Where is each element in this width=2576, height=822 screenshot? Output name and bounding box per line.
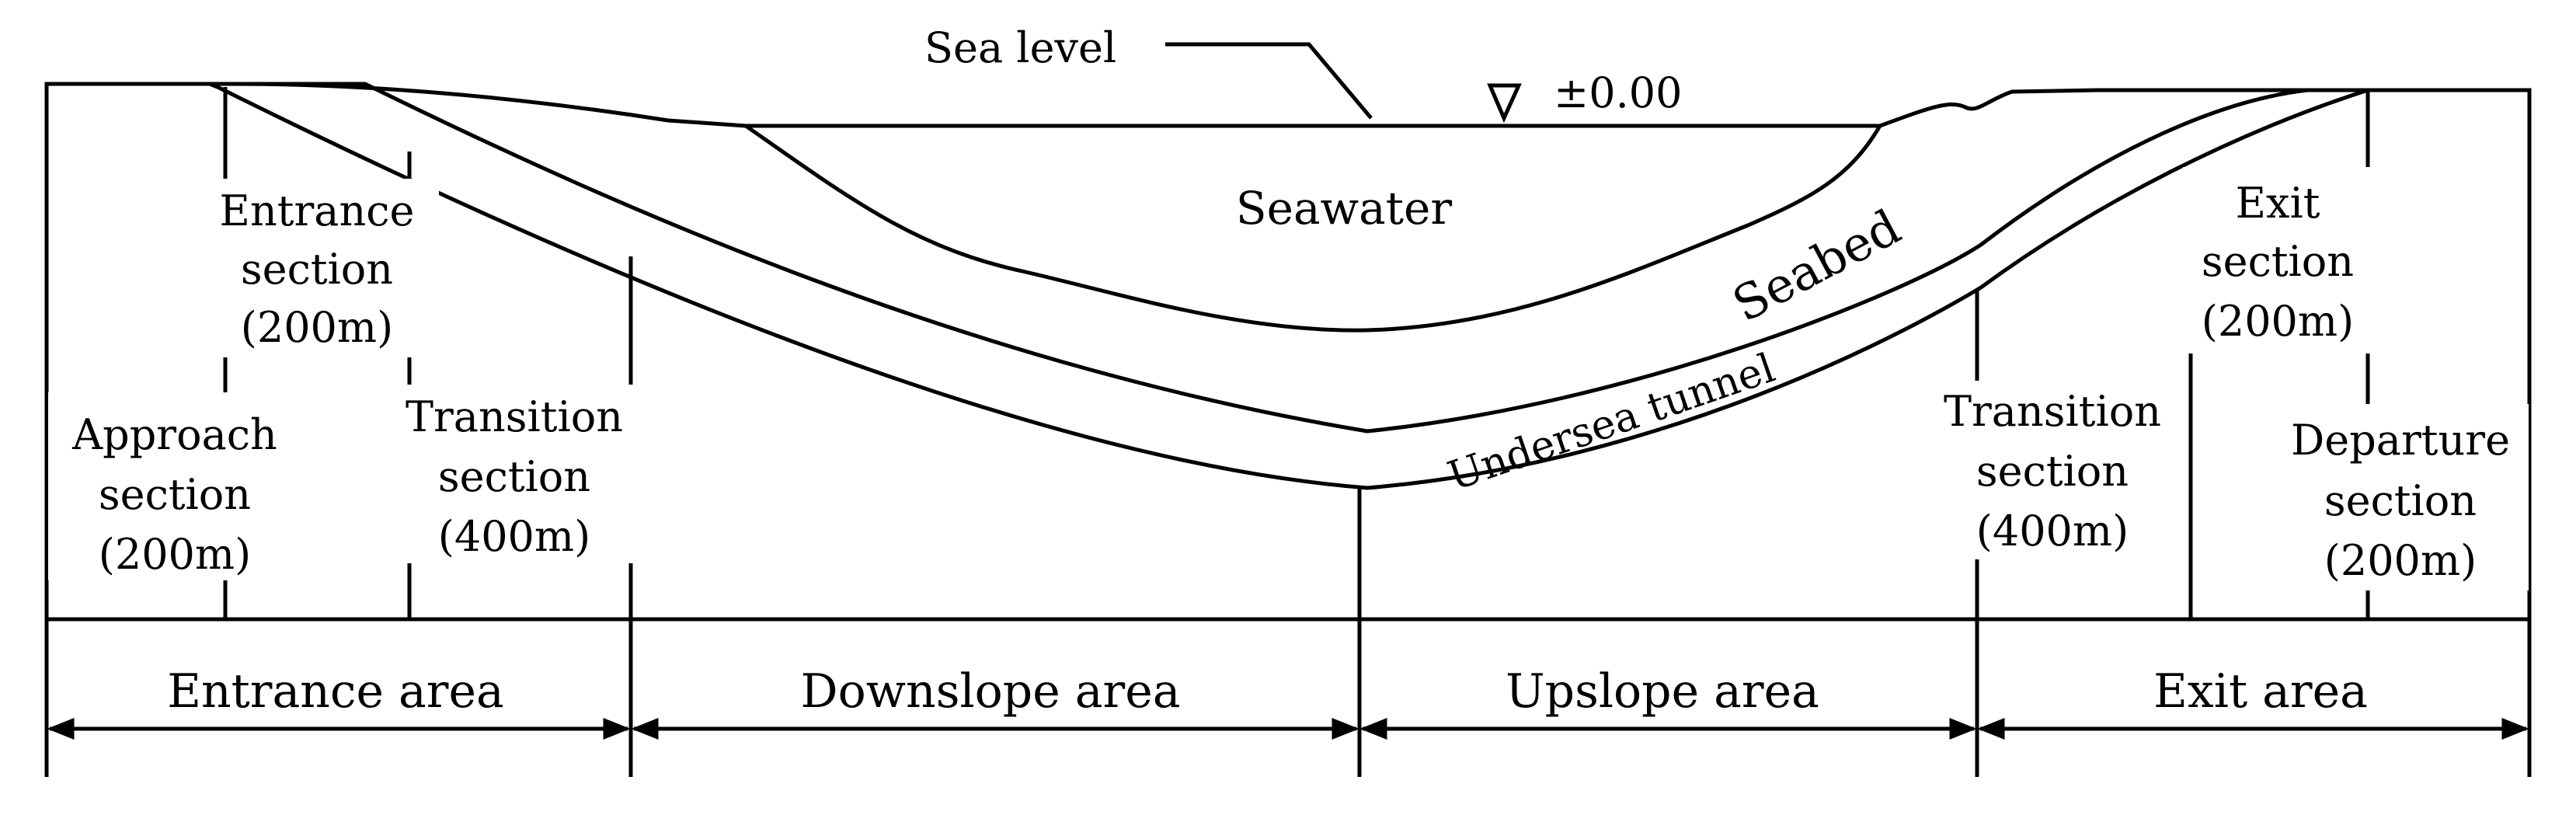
seawater-label-box: [1216, 172, 1472, 244]
section-exit-line2: section: [2202, 237, 2354, 286]
section-approach-line3: (200m): [99, 530, 251, 579]
sea-level-triangle-icon: [1487, 83, 1522, 124]
section-transition-left-line3: (400m): [438, 512, 590, 561]
sea-level-marker: Sea level ±0.00: [924, 23, 1682, 124]
tunnel-label: Undersea tunnel: [1443, 345, 1781, 500]
section-transition-left-line2: section: [438, 452, 590, 501]
undersea-tunnel: [209, 82, 2369, 490]
seawater: [740, 124, 1884, 333]
section-departure: Departure section (200m): [2264, 404, 2529, 590]
section-entrance-line1: Entrance: [220, 186, 415, 235]
seabed-label-box: [1714, 188, 1919, 342]
section-transition-right: Transition section (400m): [1923, 381, 2183, 559]
section-transition-right-line3: (400m): [1976, 507, 2129, 556]
area-upslope-label: Upslope area: [1506, 664, 1819, 719]
section-exit: Exit section (200m): [2183, 167, 2373, 354]
section-transition-right-line1: Transition: [1944, 387, 2161, 436]
seabed-label-group: Seabed: [1714, 188, 1919, 342]
sea-level-elevation: ±0.00: [1554, 68, 1682, 117]
section-approach: Approach section (200m): [48, 392, 301, 580]
section-approach-line1: Approach: [71, 410, 277, 459]
area-exit-label: Exit area: [2153, 664, 2368, 719]
section-exit-line3: (200m): [2202, 297, 2354, 346]
section-entrance-box: [198, 179, 439, 357]
seawater-label: Seawater: [1236, 182, 1452, 235]
section-approach-box: [48, 392, 301, 580]
section-transition-right-line2: section: [1976, 447, 2129, 496]
section-transition-right-box: [1923, 381, 2183, 559]
section-entrance-line3: (200m): [241, 303, 393, 352]
section-entrance-line2: section: [241, 245, 393, 294]
section-departure-line1: Departure: [2291, 416, 2510, 465]
section-transition-left-box: [385, 385, 645, 563]
area-downslope-label: Downslope area: [800, 664, 1180, 719]
section-approach-line2: section: [99, 470, 251, 519]
section-transition-left: Transition section (400m): [385, 385, 645, 563]
section-departure-line3: (200m): [2324, 536, 2477, 585]
sea-level-leader: [1165, 42, 1373, 120]
section-entrance: Entrance section (200m): [198, 179, 439, 357]
section-departure-line2: section: [2324, 476, 2477, 525]
section-exit-box: [2183, 167, 2373, 354]
section-exit-line1: Exit: [2236, 179, 2320, 228]
section-departure-box: [2264, 404, 2529, 590]
section-transition-left-line1: Transition: [406, 392, 623, 441]
sea-level-label: Sea level: [924, 23, 1116, 72]
area-entrance-label: Entrance area: [167, 664, 504, 719]
